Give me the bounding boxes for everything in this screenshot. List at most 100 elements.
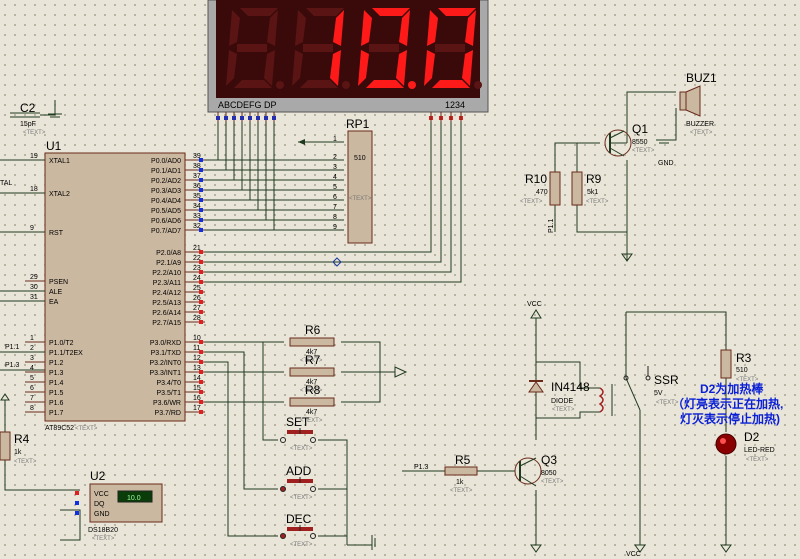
mcu-pin-name: P3.7/RD [155,410,181,417]
digit-2-seg-e [292,50,303,86]
mcu-pin-number: 23 [193,265,201,272]
u2-part: DS18B20 [88,527,118,534]
mcu-pin-name: P3.2/INT0 [149,360,181,367]
r3-value: 510 [736,367,748,374]
digit-3-seg-f [361,10,372,46]
rp1-pin-number: 1 [333,136,337,143]
mcu-pin-name: P3.1/TXD [151,350,181,357]
c2-text: <TEXT> [23,130,46,136]
r3-text: <TEXT> [736,377,759,383]
mcu-pin-name: P0.6/AD6 [151,218,181,225]
digit-1-seg-c [264,50,275,86]
rp1-pin-number: 7 [333,204,337,211]
digit-4-seg-g [435,44,465,52]
mcu-pin-number: 21 [193,245,201,252]
digit-1-dp [276,81,284,89]
resistor-r3[interactable]: R3 510 <TEXT> [720,349,759,383]
mcu-pin-number: 9 [30,225,34,232]
r7-value: 4k7 [306,379,317,386]
mcu-text: <TEXT> [75,426,98,432]
digit-3-seg-c [396,50,407,86]
mcu-pin-number: 18 [30,186,38,193]
mcu-pin-name: P2.6/A14 [152,310,181,317]
resistor-r4[interactable]: R4 1k <TEXT> [0,431,37,465]
mcu-pin-name: P2.5/A13 [152,300,181,307]
mcu-pin-name: P3.3/INT1 [149,370,181,377]
resistor-r5[interactable]: R5 1k <TEXT> P1.3 [402,453,515,494]
mcu-pin-number: 12 [193,355,201,362]
mcu-pin-number: 22 [193,255,201,262]
svg-text:<TEXT>: <TEXT> [290,446,313,452]
buzzer-buz1[interactable]: BUZ1 BUZZER <TEXT> GND [658,71,717,167]
digit-3-seg-d [366,80,404,88]
button-set[interactable]: SET <TEXT> [280,415,316,452]
q3-part: 8050 [541,470,557,477]
digit-pin-label: 1234 [445,100,465,110]
button-set-label: SET [286,415,310,429]
xtal-label: TAL [0,180,12,187]
digit-1-seg-d [234,80,272,88]
note-line-1: D2为加热棒 [700,381,764,396]
transistor-q3[interactable]: Q3 8050 <TEXT> [514,453,564,487]
mcu-pin-name: P3.0/RXD [150,340,181,347]
digit-3-seg-b [399,10,410,46]
relay-wiring: VCC VCC [527,301,732,558]
mcu-pin-number: 19 [30,153,38,160]
button-add[interactable]: ADD <TEXT> [280,464,316,501]
led-d2[interactable]: D2 LED-RED <TEXT> [715,430,775,463]
resistor-r10[interactable]: R10 470 <TEXT> [520,171,561,206]
button-dec[interactable]: DEC <TEXT> [280,512,316,548]
mcu-pin-name: P1.6 [49,400,64,407]
resistor-r9[interactable]: R9 5k1 <TEXT> [571,171,609,206]
resistor-r8[interactable]: R8 4k7 <TEXT> [289,383,335,424]
sensor-u2[interactable]: U2 10.0 VCC DQ GND DS18B20 <TEXT> [60,469,163,542]
mcu-pin-number: 5 [30,375,34,382]
mcu-pin-name: ALE [49,289,63,296]
r10-text: <TEXT> [520,199,543,205]
mcu-pin-name: XTAL1 [49,158,70,165]
u2-pin-gnd: GND [94,511,110,518]
capacitor-c2[interactable]: C2 15pF <TEXT> TAL [0,100,62,233]
r4-value: 1k [14,449,22,456]
mcu-pin-number: 7 [30,395,34,402]
display-digits [226,8,482,89]
r6-text: <TEXT> [300,358,323,364]
mcu-pin-name: P1.7 [49,410,64,417]
relay-ssr[interactable]: SSR 5V <TEXT> [598,366,679,416]
diode-in4148[interactable]: IN4148 DIODE <TEXT> [528,380,590,413]
note-line-3: 灯灭表示停止加热) [680,411,780,426]
mcu-pin-number: 15 [193,385,201,392]
u2-text: <TEXT> [92,536,115,542]
digit-2-seg-d [300,80,338,88]
p0-bus-wires [205,122,344,231]
r9-ref: R9 [586,172,602,186]
resistor-r6[interactable]: R6 4k7 <TEXT> [289,323,335,364]
buz1-part: BUZZER [686,121,714,128]
u2-readout: 10.0 [127,495,141,502]
diode-text: <TEXT> [552,407,575,413]
mcu-pin-number: 36 [193,183,201,190]
seven-segment-display[interactable]: ABCDEFG DP 1234 [207,0,489,113]
transistor-q1[interactable]: Q1 8550 <TEXT> [604,122,655,157]
mcu-pin-number: 38 [193,163,201,170]
q1-part: 8550 [632,139,648,146]
resistor-r7[interactable]: R7 4k7 <TEXT> [289,353,335,394]
digit-4-seg-b [465,10,476,46]
ssr-text: <TEXT> [656,400,679,406]
d2-ref: D2 [744,430,760,444]
mcu-pin-name: P0.3/AD3 [151,188,181,195]
mcu-pin-number: 26 [193,295,201,302]
mcu-pin-name: P2.1/A9 [156,260,181,267]
u2-body [89,483,163,523]
note-line-2: （灯亮表示正在加热, [672,396,783,411]
mcu-pin-name: P2.7/A15 [152,320,181,327]
mcu-body [44,152,186,422]
r7-ref: R7 [305,353,321,367]
mcu-u1[interactable]: U1 XTAL119XTAL218RST9PSEN29ALE30EA31P1.0… [25,139,205,432]
rp1-pin-number: 6 [333,194,337,201]
rp1-pin-number: 2 [333,154,337,161]
r4-text: <TEXT> [14,459,37,465]
mcu-pin-name: PSEN [49,279,68,286]
mcu-pin-number: 4 [30,365,34,372]
